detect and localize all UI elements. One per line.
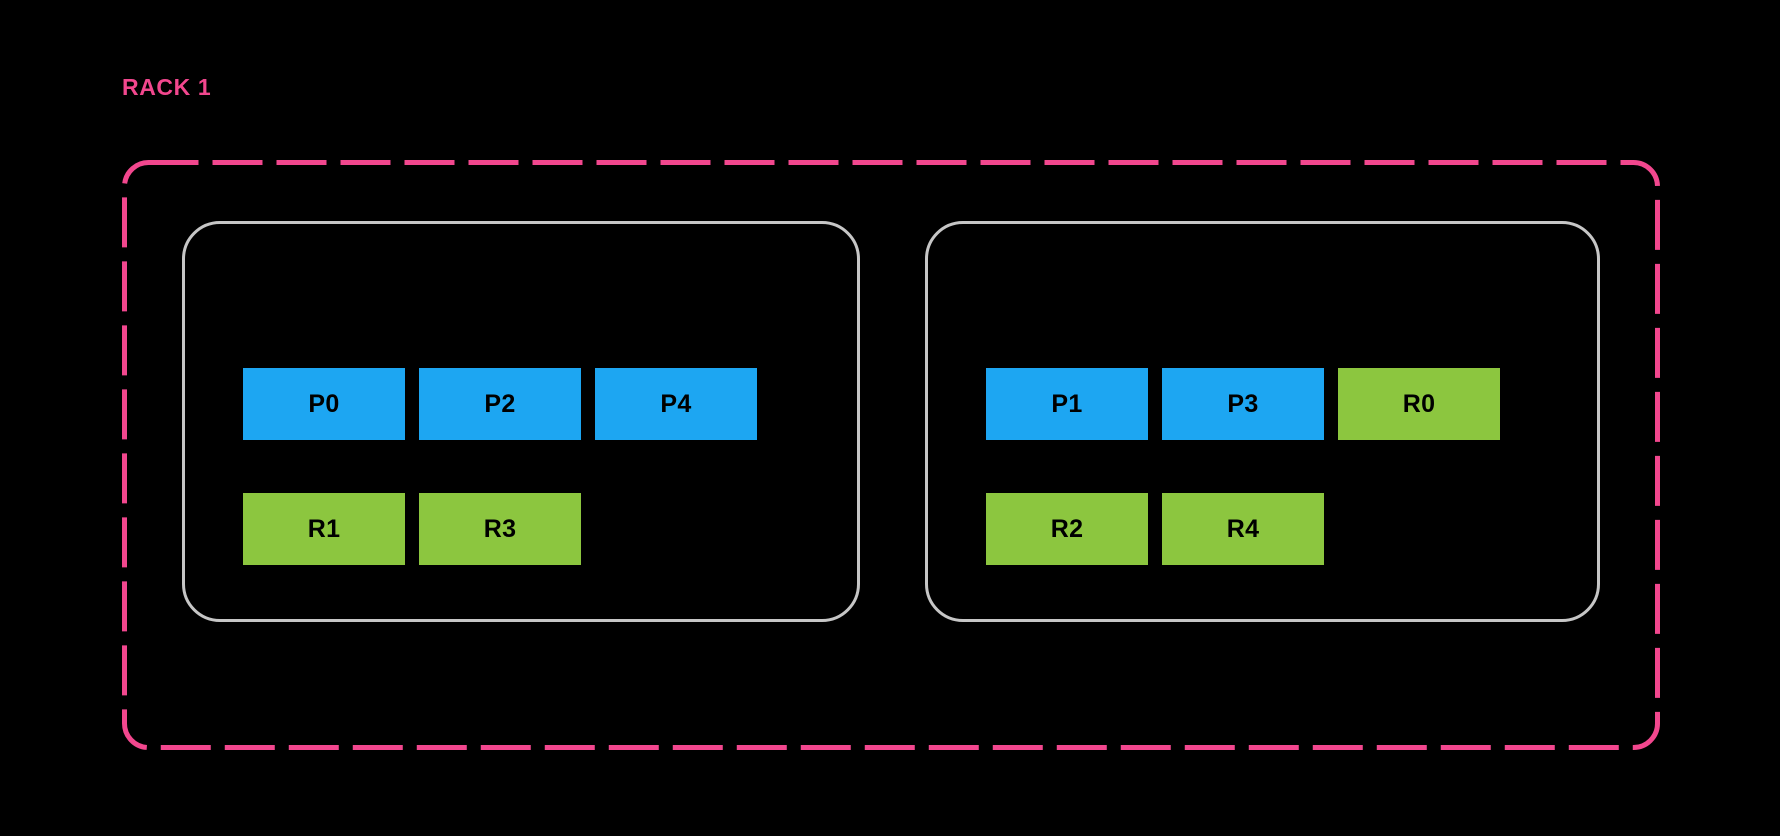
node-box-left[interactable]: P0 P2 P4 R1 R3 — [182, 221, 860, 622]
block-p2[interactable]: P2 — [419, 368, 581, 440]
block-p0[interactable]: P0 — [243, 368, 405, 440]
block-r0[interactable]: R0 — [1338, 368, 1500, 440]
block-r4[interactable]: R4 — [1162, 493, 1324, 565]
node-box-right[interactable]: P1 P3 R0 R2 R4 — [925, 221, 1600, 622]
block-r3[interactable]: R3 — [419, 493, 581, 565]
block-p1[interactable]: P1 — [986, 368, 1148, 440]
block-r2[interactable]: R2 — [986, 493, 1148, 565]
block-p4[interactable]: P4 — [595, 368, 757, 440]
block-r1[interactable]: R1 — [243, 493, 405, 565]
block-p3[interactable]: P3 — [1162, 368, 1324, 440]
rack-label: RACK 1 — [122, 74, 212, 100]
